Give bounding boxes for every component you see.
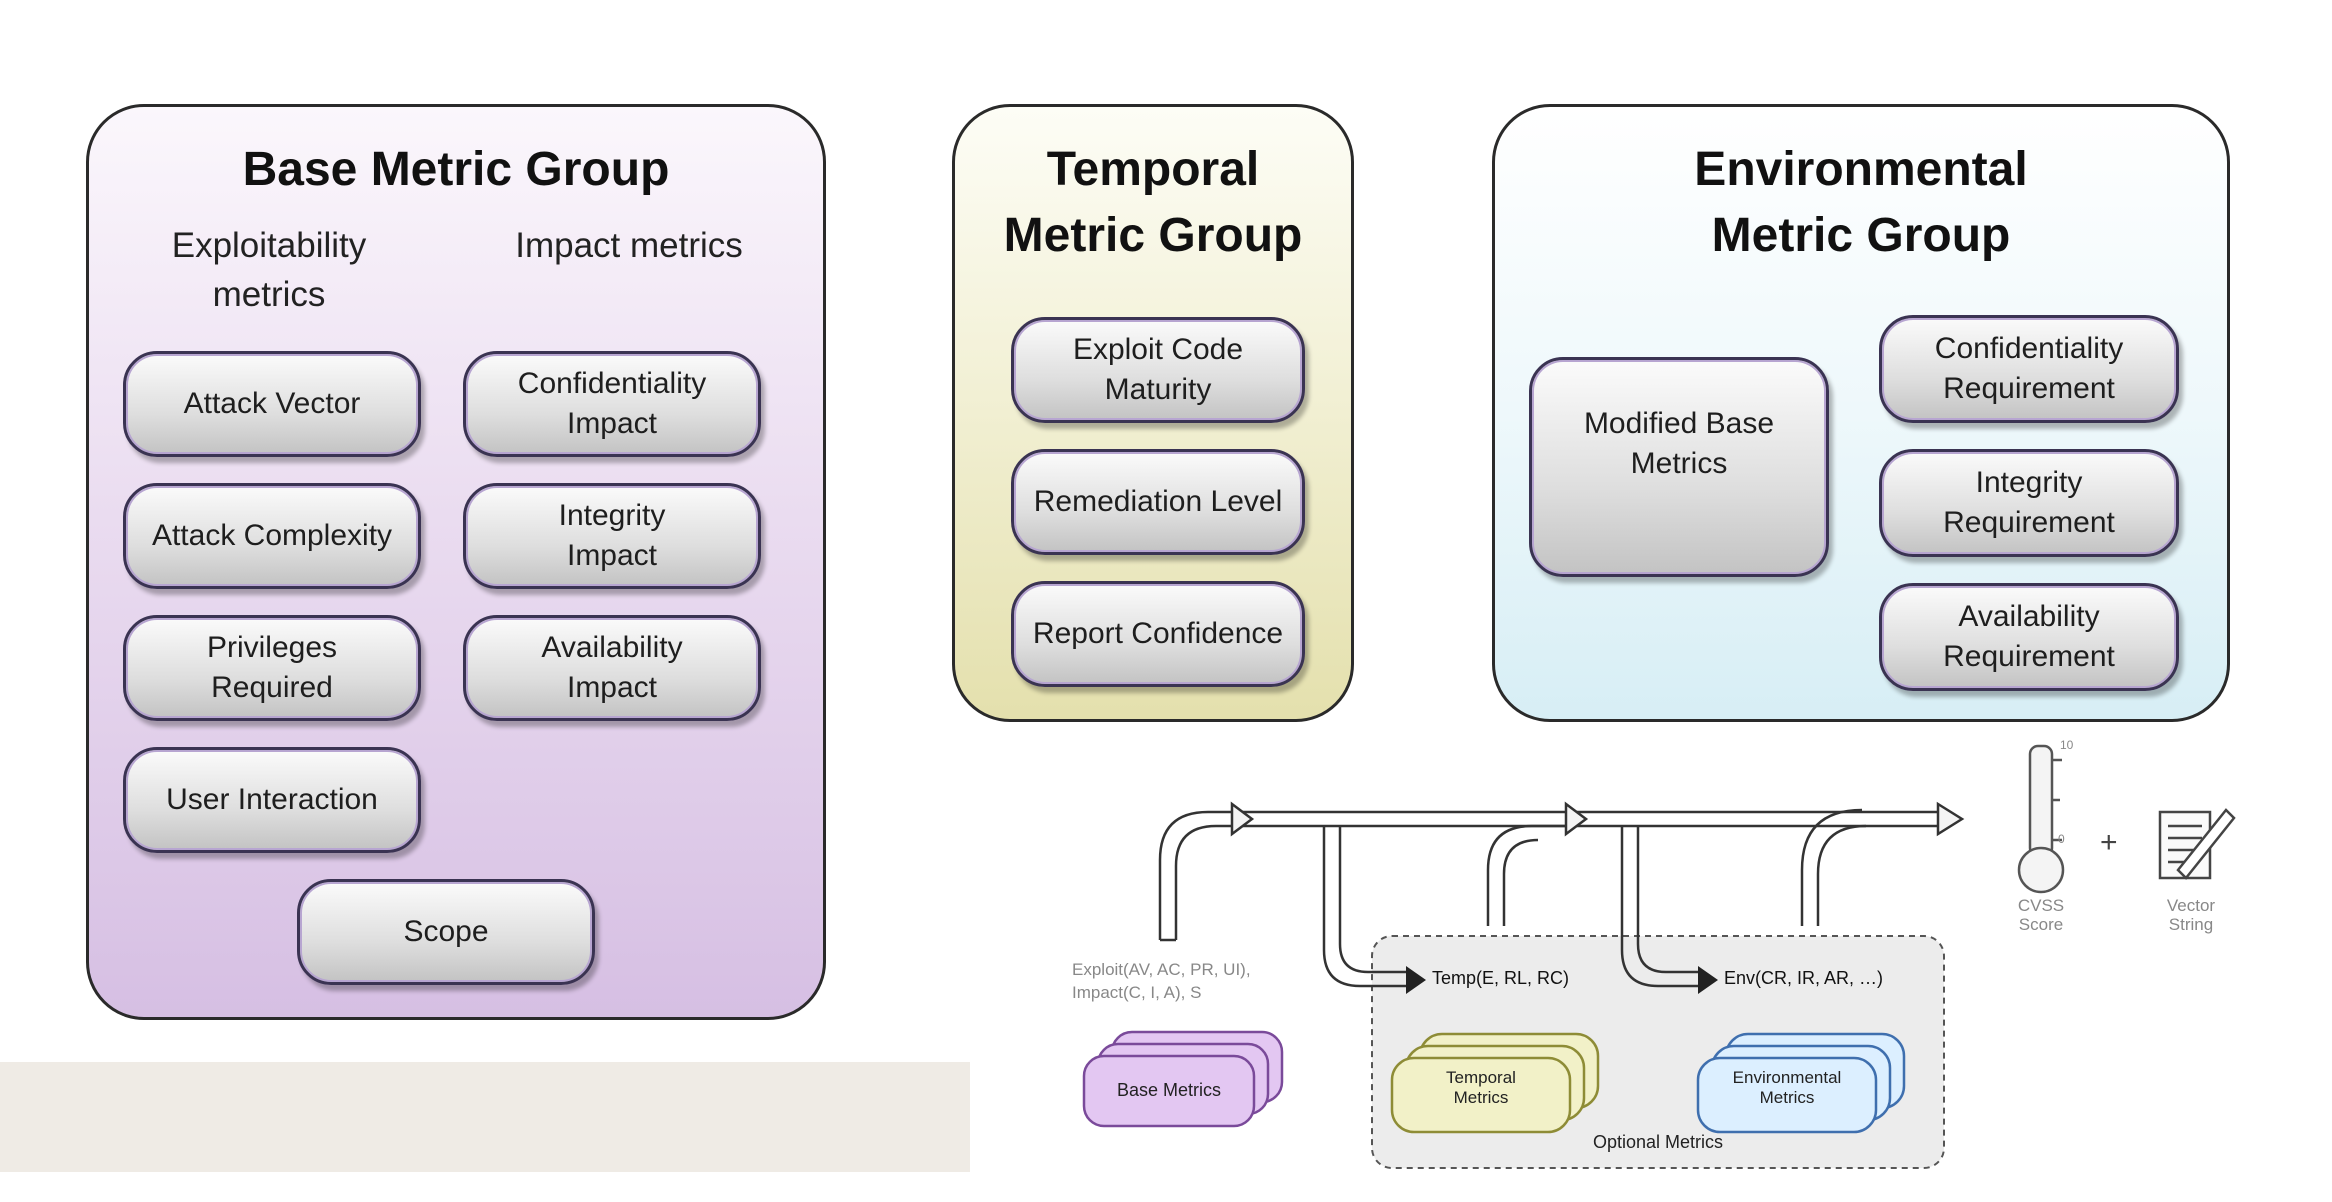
base-metrics-stack (1082, 1030, 1284, 1128)
availability-impact-box: Availability Impact (463, 615, 761, 721)
optional-metrics-label: Optional Metrics (1592, 1132, 1724, 1152)
env-formula-label: Env(CR, IR, AR, …) (1724, 968, 1884, 988)
base-group-title: Base Metric Group (242, 143, 670, 196)
confidentiality-requirement-box: Confidentiality Requirement (1879, 315, 2179, 423)
environmental-metrics-label: Environmental Metrics (1732, 1068, 1842, 1107)
environmental-metric-group: Environmental Metric Group Modified Base… (1492, 104, 2230, 722)
main-score-pipe (1158, 810, 1938, 942)
temporal-group-title: Temporal Metric Group (1003, 143, 1303, 262)
temporal-branch-pipe (1322, 826, 1408, 988)
impact-metrics-header: Impact metrics (515, 226, 743, 265)
modified-base-metrics-box: Modified Base Metrics (1529, 357, 1829, 577)
main-pipe-arrowhead (1936, 801, 1965, 837)
exploitability-metrics-header: Exploitability metrics (171, 226, 367, 314)
environmental-merge-pipe (1800, 808, 1867, 926)
base-metrics-label: Base Metrics (1116, 1080, 1222, 1100)
env-arrowhead (1698, 966, 1718, 994)
scope-box: Scope (297, 879, 595, 985)
temporal-merge-arrowhead (1564, 801, 1589, 837)
environmental-branch-pipe (1620, 826, 1700, 988)
temporal-merge-pipe (1486, 824, 1566, 926)
base-to-main-arrowhead (1230, 801, 1255, 837)
environmental-metrics-stack (1696, 1032, 1906, 1134)
user-interaction-box: User Interaction (123, 747, 421, 853)
vector-string-icon (2158, 808, 2236, 880)
confidentiality-impact-box: Confidentiality Impact (463, 351, 761, 457)
temporal-metrics-stack (1390, 1032, 1600, 1134)
thermometer-min-label: 0 (2058, 832, 2065, 846)
attack-vector-box: Attack Vector (123, 351, 421, 457)
report-confidence-box: Report Confidence (1011, 581, 1305, 687)
background-band (0, 1062, 970, 1172)
thermometer-max-label: 10 (2060, 738, 2074, 752)
base-metric-group: Base Metric Group Exploitability metrics… (86, 104, 826, 1020)
integrity-requirement-box: Integrity Requirement (1879, 449, 2179, 557)
temporal-metrics-label: Temporal Metrics (1446, 1068, 1516, 1107)
temporal-metric-group: Temporal Metric Group Exploit Code Matur… (952, 104, 1354, 722)
environmental-group-title: Environmental Metric Group (1694, 143, 2028, 262)
thermometer-icon (2017, 744, 2065, 894)
availability-requirement-box: Availability Requirement (1879, 583, 2179, 691)
exploit-code-maturity-box: Exploit Code Maturity (1011, 317, 1305, 423)
temp-arrowhead (1406, 966, 1426, 994)
plus-sign: + (2100, 826, 2118, 859)
privileges-required-box: Privileges Required (123, 615, 421, 721)
temp-formula-label: Temp(E, RL, RC) (1432, 968, 1570, 988)
integrity-impact-box: Integrity Impact (463, 483, 761, 589)
vector-string-label: Vector String (2166, 896, 2216, 934)
attack-complexity-box: Attack Complexity (123, 483, 421, 589)
remediation-level-box: Remediation Level (1011, 449, 1305, 555)
base-formula-label: Exploit(AV, AC, PR, UI), Impact(C, I, A)… (1072, 960, 1251, 1002)
cvss-score-label: CVSS Score (2017, 896, 2065, 934)
